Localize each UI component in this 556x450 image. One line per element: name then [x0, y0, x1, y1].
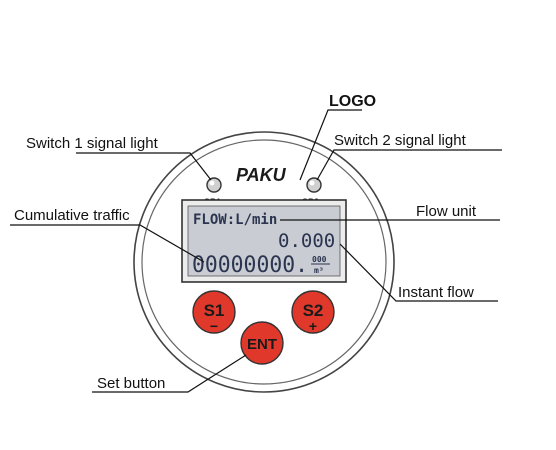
callout-instant-flow: Instant flow [398, 284, 474, 301]
callout-cumulative: Cumulative traffic [14, 207, 130, 224]
lcd-cumulative-value: 00000000. [192, 253, 308, 278]
set-button-leader [92, 354, 247, 393]
ent-button[interactable]: ENT [240, 321, 284, 365]
callout-logo: LOGO [329, 93, 376, 110]
s1-button[interactable]: S1 − [192, 290, 236, 334]
brand-logo: PAKU [236, 165, 287, 185]
s2-button-label: S2 [303, 301, 324, 320]
lcd-cumulative-unit-bottom: m³ [314, 266, 324, 275]
s2-button[interactable]: S2 + [291, 290, 335, 334]
s2-plus-symbol: + [309, 318, 317, 334]
lcd-cumulative-unit-top: 000 [312, 255, 327, 264]
instant-flow-leader [339, 243, 498, 302]
callout-switch2: Switch 2 signal light [334, 132, 467, 149]
callout-switch1: Switch 1 signal light [26, 135, 159, 152]
s1-minus-symbol: − [210, 318, 218, 334]
lcd-display: FLOW:L/min 0.000 00000000. 000 m³ [181, 199, 347, 283]
lcd-flow-unit-line: FLOW:L/min [193, 212, 277, 228]
ent-button-label: ENT [247, 336, 277, 353]
cumulative-leader [10, 224, 205, 263]
s1-button-label: S1 [204, 301, 225, 320]
switch2-leader [316, 149, 502, 181]
callout-set-button: Set button [97, 375, 165, 392]
switch1-signal-light [206, 177, 222, 193]
switch2-signal-light [306, 177, 322, 193]
callout-flow-unit: Flow unit [416, 203, 477, 220]
switch1-leader [76, 152, 212, 181]
lcd-instant-flow-value: 0.000 [278, 230, 335, 252]
leader-lines [10, 109, 502, 393]
logo-leader [299, 109, 362, 181]
